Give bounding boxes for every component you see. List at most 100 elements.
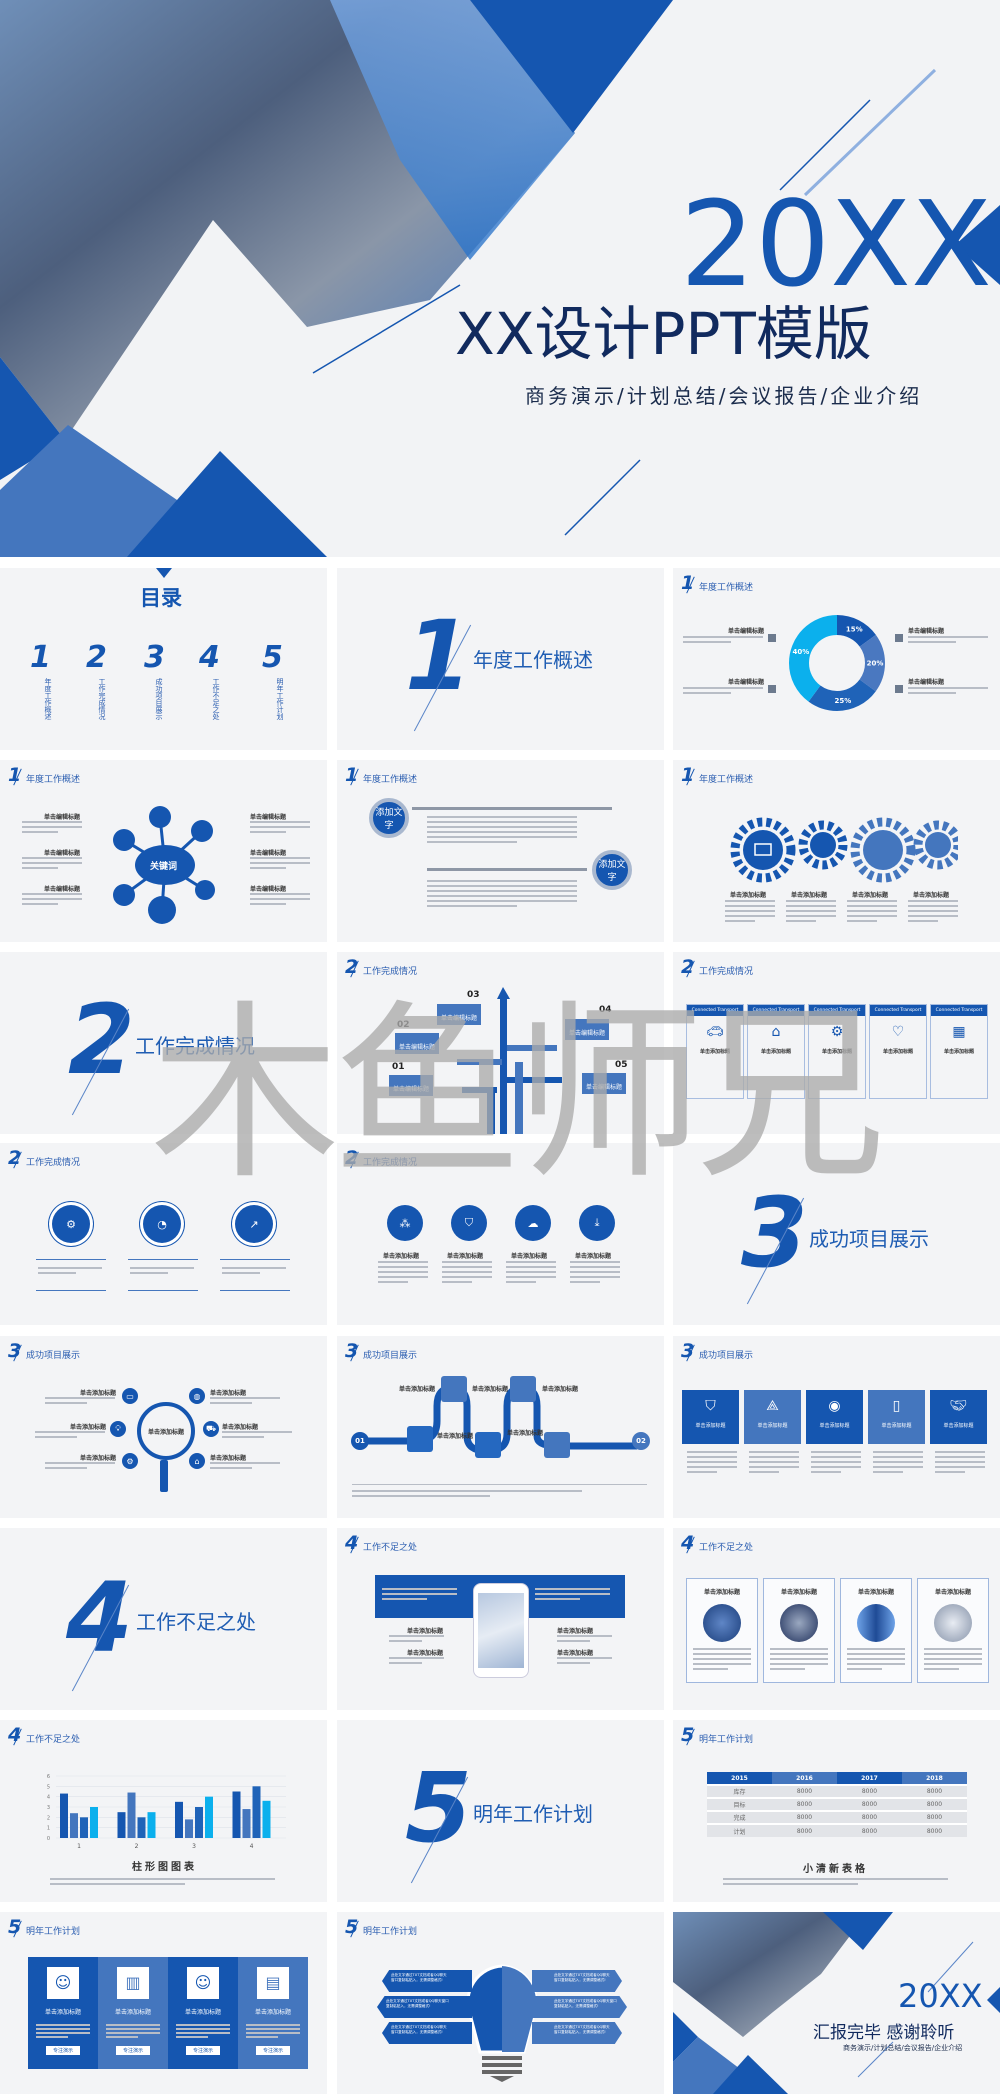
placeholder-line bbox=[693, 1663, 751, 1665]
placeholder-line bbox=[176, 2024, 230, 2026]
toc-label-4[interactable]: 工作不足之处 bbox=[212, 678, 220, 720]
item-title: 单击添加标题 bbox=[575, 1253, 612, 1260]
step-title-tag: 单击编辑标题 bbox=[389, 1075, 434, 1096]
toc-label-1[interactable]: 年度工作概述 bbox=[44, 678, 52, 720]
header-number: 5 bbox=[8, 1916, 22, 1938]
robot-icon: ☺ bbox=[47, 1967, 79, 1999]
placeholder-line bbox=[378, 1276, 428, 1278]
placeholder-line bbox=[770, 1653, 828, 1655]
photo-card[interactable]: 单击添加标题 bbox=[763, 1578, 835, 1683]
placeholder-line bbox=[693, 1658, 751, 1660]
column-button[interactable]: 专注演示 bbox=[256, 2046, 290, 2055]
toc-label-5[interactable]: 明年工作计划 bbox=[276, 678, 284, 720]
placeholder-line bbox=[847, 1648, 905, 1650]
toc-label-3[interactable]: 成功项目展示 bbox=[155, 678, 163, 720]
ending-subtitle: 商务演示/计划总结/会议报告/企业介绍 bbox=[843, 2044, 963, 2052]
slide-ending[interactable]: 20XX 汇报完毕 感谢聆听 商务演示/计划总结/会议报告/企业介绍 bbox=[673, 1912, 1000, 2094]
photo-card[interactable]: 单击添加标题 bbox=[917, 1578, 989, 1683]
keyword-hub-diagram bbox=[113, 806, 215, 924]
card[interactable]: Connected Transport♡单击添加标题 bbox=[869, 1004, 927, 1099]
donut-slice-label: 15% bbox=[846, 626, 863, 634]
step-number: 02 bbox=[397, 1020, 410, 1030]
card[interactable]: Connected Transport⚙单击添加标题 bbox=[808, 1004, 866, 1099]
placeholder-line bbox=[22, 831, 58, 833]
photo-card[interactable]: 单击添加标题 bbox=[840, 1578, 912, 1683]
placeholder-line bbox=[770, 1668, 805, 1670]
column-button[interactable]: 专注演示 bbox=[116, 2046, 150, 2055]
calculator-icon: ▦ bbox=[952, 1024, 966, 1040]
card[interactable]: Connected Transport🚗︎单击添加标题 bbox=[686, 1004, 744, 1099]
table-title: 小清新表格 bbox=[803, 1864, 868, 1875]
slide-toc[interactable]: 目录 1 2 3 4 5 年度工作概述 工作完成情况 成功项目展示 工作不足之处… bbox=[0, 568, 327, 750]
card-title: 单击添加标题 bbox=[760, 1049, 791, 1055]
card[interactable]: Connected Transport⌂单击添加标题 bbox=[747, 1004, 805, 1099]
box-title: 单击添加标题 bbox=[819, 1423, 850, 1429]
placeholder-line bbox=[786, 920, 816, 922]
feature-box[interactable]: ◉ 单击添加标题 bbox=[806, 1390, 863, 1444]
placeholder-text-lines bbox=[683, 687, 763, 694]
card[interactable]: Connected Transport▦单击添加标题 bbox=[930, 1004, 988, 1099]
placeholder-text-lines bbox=[570, 1261, 620, 1283]
header-title: 年度工作概述 bbox=[699, 583, 754, 593]
placeholder-line bbox=[250, 867, 286, 869]
feature-box[interactable]: 🤝︎单击添加标题 bbox=[930, 1390, 987, 1444]
section-number: 1 bbox=[405, 600, 472, 712]
placeholder-text-lines bbox=[250, 857, 310, 869]
toc-label-2[interactable]: 工作完成情况 bbox=[98, 678, 106, 720]
checkbox-icon[interactable] bbox=[768, 685, 776, 693]
placeholder-line bbox=[250, 862, 310, 864]
slide-section-3[interactable]: 3 成功项目展示 bbox=[673, 1143, 1000, 1325]
column-button[interactable]: 专注演示 bbox=[46, 2046, 80, 2055]
placeholder-line bbox=[725, 905, 775, 907]
photo-card[interactable]: 单击添加标题 bbox=[686, 1578, 758, 1683]
placeholder-line bbox=[725, 915, 775, 917]
ending-title: 汇报完毕 感谢聆听 bbox=[813, 2023, 955, 2043]
column-title: 单击添加标题 bbox=[254, 2009, 291, 2016]
slide-section-4[interactable]: 4 工作不足之处 bbox=[0, 1528, 327, 1710]
card-row: 单击添加标题 单击添加标题 单击添加标题 单击添加标题 bbox=[686, 1578, 989, 1683]
add-text-circle[interactable]: 添加文字 bbox=[592, 850, 632, 890]
cover-photo-sky bbox=[330, 0, 575, 260]
checkbox-icon[interactable] bbox=[895, 685, 903, 693]
y-tick-label: 5 bbox=[47, 1784, 50, 1790]
feature-box[interactable]: ▯单击添加标题 bbox=[868, 1390, 925, 1444]
table-cell: 8000 bbox=[861, 1814, 878, 1821]
placeholder-text-lines bbox=[130, 1267, 194, 1274]
column-button[interactable]: 专注演示 bbox=[186, 2046, 220, 2055]
robot-icon: ☺ bbox=[187, 1967, 219, 1999]
slide-section-5[interactable]: 5 明年工作计划 bbox=[337, 1720, 664, 1902]
checkbox-icon[interactable] bbox=[768, 634, 776, 642]
eye-icon: ◉ bbox=[828, 1398, 841, 1414]
feature-box[interactable]: ⛉单击添加标题 bbox=[682, 1390, 739, 1444]
placeholder-text-lines bbox=[222, 1431, 292, 1438]
table-cell: 8000 bbox=[926, 1788, 943, 1795]
placeholder-line bbox=[352, 1490, 582, 1492]
feature-box[interactable]: ⟁单击添加标题 bbox=[744, 1390, 801, 1444]
add-text-circle[interactable]: 添加文字 bbox=[369, 798, 409, 838]
bulb-text-tag: 此处文字通过TXT文档或者QQ聊天窗口复制粘贴入，无需调整格式! bbox=[532, 1996, 627, 2018]
checkbox-icon[interactable] bbox=[895, 634, 903, 642]
slide-section-2[interactable]: 2 工作完成情况 bbox=[0, 952, 327, 1134]
slide-section-1[interactable]: 1 年度工作概述 bbox=[337, 568, 664, 750]
